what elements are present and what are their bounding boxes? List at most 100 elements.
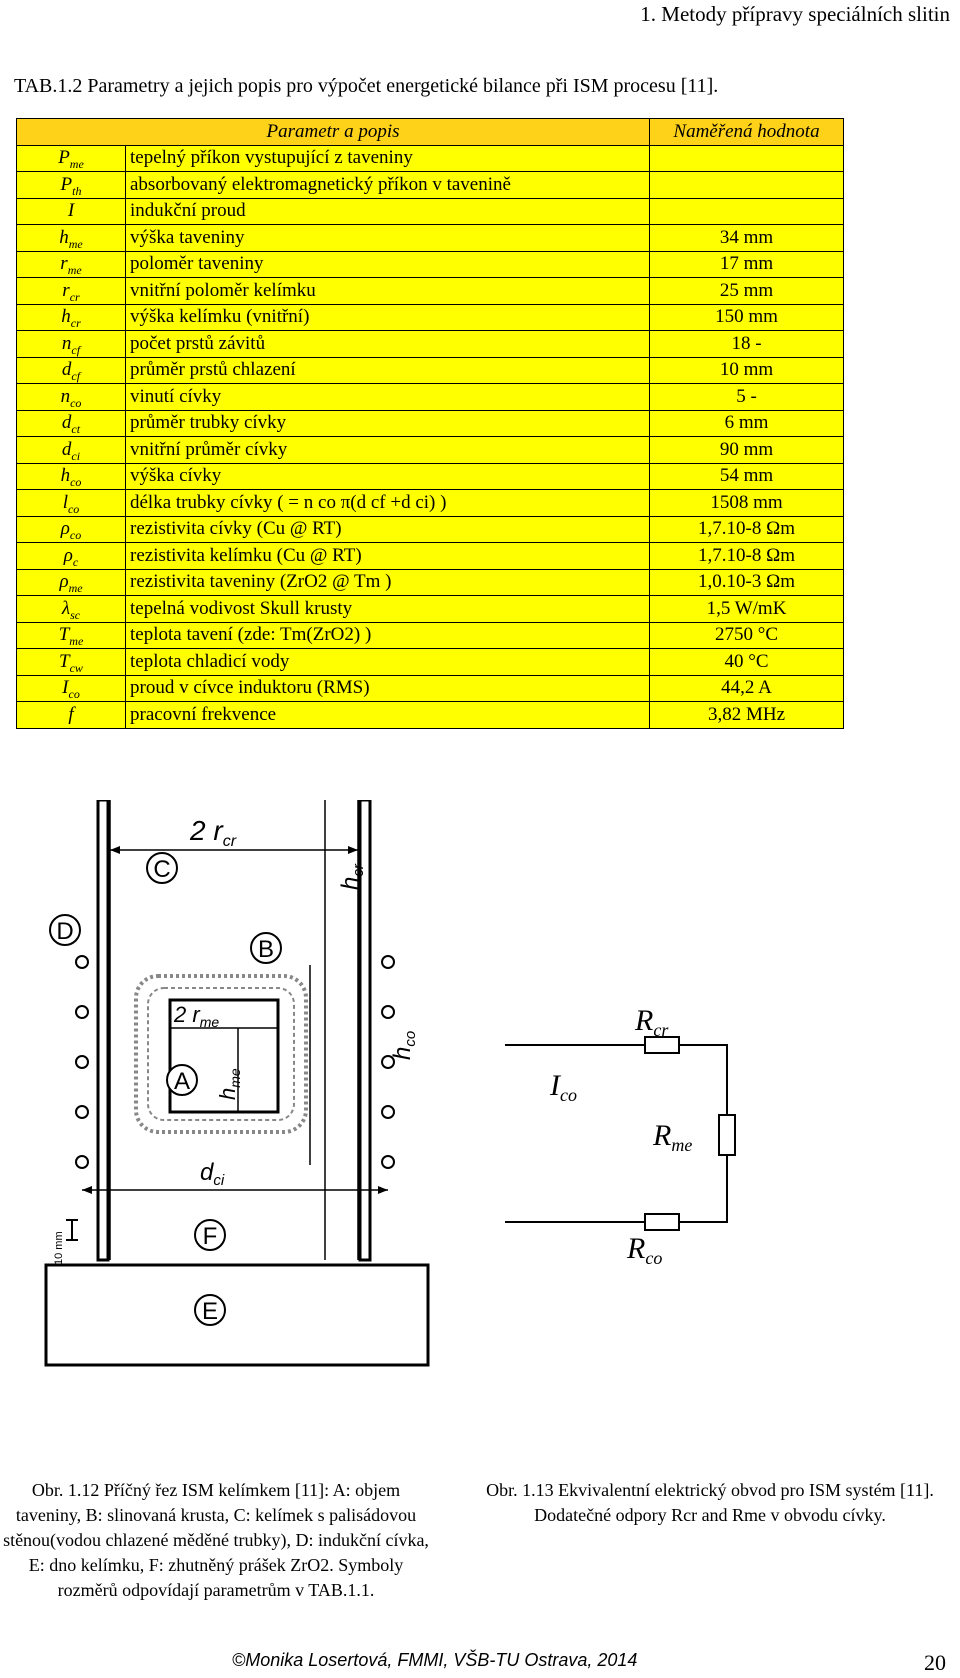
row-symbol: Ico [16, 674, 126, 702]
row-symbol-subscript: cr [69, 289, 80, 304]
row-description: rezistivita taveniny (ZrO2 @ Tm ) [125, 568, 650, 596]
page-number: 20 [924, 1650, 946, 1675]
row-description: výška kelímku (vnitřní) [125, 303, 650, 331]
caption-figure-1-12: Obr. 1.12 Příčný řez ISM kelímkem [11]: … [3, 1480, 429, 1600]
row-symbol-subscript: co [67, 501, 80, 516]
row-symbol-subscript: cr [70, 316, 81, 331]
table-header-row: Parametr a popis Naměřená hodnota [16, 118, 844, 146]
row-value: 40 °C [649, 648, 844, 676]
row-symbol: lco [16, 489, 126, 517]
row-description: vinutí cívky [125, 383, 650, 411]
row-value: 90 mm [649, 436, 844, 464]
dim-hco: hco [389, 1031, 419, 1060]
row-value: 1508 mm [649, 489, 844, 517]
row-symbol-subscript: cf [71, 369, 81, 384]
row-symbol: nco [16, 383, 126, 411]
marker-b: B [258, 936, 274, 963]
table-title: TAB.1.2 Parametry a jejich popis pro výp… [14, 75, 719, 97]
row-symbol-subscript: cw [69, 660, 83, 675]
row-symbol: λsc [16, 595, 126, 623]
row-value: 5 - [649, 383, 844, 411]
row-value: 44,2 A [649, 674, 844, 702]
row-symbol-subscript: co [69, 528, 82, 543]
row-description: průměr trubky cívky [125, 409, 650, 437]
row-symbol: ncf [16, 330, 126, 358]
row-value: 1,0.10-3 Ωm [649, 568, 844, 596]
crucible-cross-section-figure: 2 rcr hcr 2 rme hme hco dci 10 mm C D B … [44, 800, 430, 1367]
row-value: 150 mm [649, 303, 844, 331]
row-symbol: f [16, 701, 126, 729]
row-value: 1,7.10-8 Ωm [649, 515, 844, 543]
row-symbol: hcr [16, 303, 126, 331]
row-value: 17 mm [649, 250, 844, 278]
row-symbol: rme [16, 250, 126, 278]
row-description: počet prstů závitů [125, 330, 650, 358]
row-symbol: I [16, 197, 126, 225]
row-description: teplota chladicí vody [125, 648, 650, 676]
row-description: výška cívky [125, 462, 650, 490]
label-rco: Rco [626, 1232, 662, 1268]
row-symbol: dct [16, 409, 126, 437]
row-symbol-subscript: me [69, 157, 84, 172]
row-description: průměr prstů chlazení [125, 356, 650, 384]
row-value: 1,7.10-8 Ωm [649, 542, 844, 570]
caption-figure-1-13: Obr. 1.13 Ekvivalentní elektrický obvod … [486, 1480, 934, 1525]
row-value [649, 197, 844, 225]
row-symbol-subscript: sc [70, 607, 81, 622]
marker-f: F [203, 1223, 218, 1250]
marker-e: E [202, 1298, 218, 1325]
row-value [649, 144, 844, 172]
running-header: 1. Metody přípravy speciálních slitin [640, 2, 950, 26]
row-value [649, 171, 844, 199]
scale-10mm: 10 mm [53, 1231, 65, 1265]
row-symbol: Pme [16, 144, 126, 172]
row-symbol: ρc [16, 542, 126, 570]
row-description: rezistivita kelímku (Cu @ RT) [125, 542, 650, 570]
row-symbol-subscript: me [68, 581, 83, 596]
row-value: 54 mm [649, 462, 844, 490]
row-symbol: ρco [16, 515, 126, 543]
row-description: poloměr taveniny [125, 250, 650, 278]
row-description: pracovní frekvence [125, 701, 650, 729]
row-description: tepelná vodivost Skull krusty [125, 595, 650, 623]
row-value: 1,5 W/mK [649, 595, 844, 623]
row-description: indukční proud [125, 197, 650, 225]
label-ico: Ico [549, 1069, 577, 1105]
row-symbol: hco [16, 462, 126, 490]
row-symbol-subscript: th [72, 183, 82, 198]
marker-d: D [56, 918, 73, 945]
column-header-parameter: Parametr a popis [16, 118, 650, 146]
row-description: absorbovaný elektromagnetický příkon v t… [125, 171, 650, 199]
row-symbol-subscript: ct [71, 422, 81, 437]
row-description: tepelný příkon vystupující z taveniny [125, 144, 650, 172]
footer-copyright: ©Monika Losertová, FMMI, VŠB-TU Ostrava,… [232, 1650, 638, 1670]
marker-a: A [174, 1068, 190, 1095]
label-rme: Rme [652, 1119, 692, 1155]
dim-2rcr: 2 rcr [189, 815, 237, 850]
row-symbol-subscript: me [69, 634, 84, 649]
row-symbol-subscript: co [70, 475, 82, 490]
row-description: rezistivita cívky (Cu @ RT) [125, 515, 650, 543]
row-description: vnitřní poloměr kelímku [125, 277, 650, 305]
row-description: teplota tavení (zde: Tm(ZrO2) ) [125, 621, 650, 649]
row-symbol: ρme [16, 568, 126, 596]
row-value: 10 mm [649, 356, 844, 384]
row-description: vnitřní průměr cívky [125, 436, 650, 464]
